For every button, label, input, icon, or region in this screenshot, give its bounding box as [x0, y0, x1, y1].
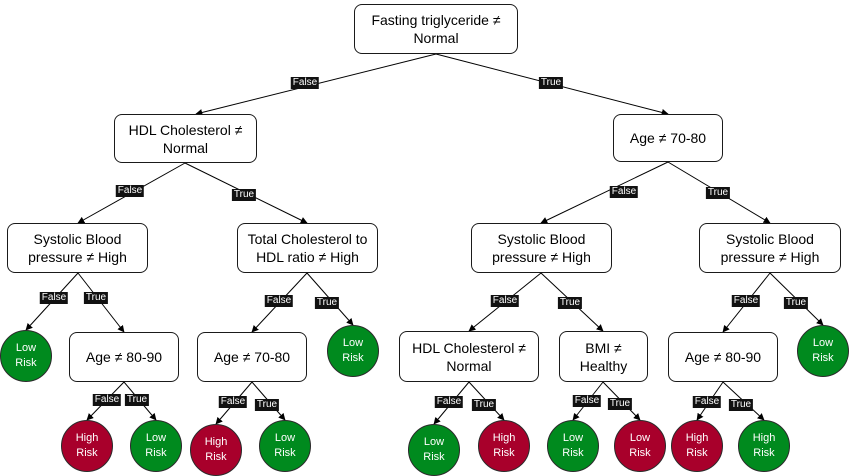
leaf-low-risk: Low Risk	[130, 420, 182, 472]
node-total-cholesterol-ratio: Total Cholesterol to HDL ratio ≠ High	[237, 223, 378, 273]
node-hdl-cholesterol: HDL Cholesterol ≠ Normal	[114, 114, 257, 163]
leaf-low-risk: Low Risk	[797, 325, 849, 377]
edge-label-true: True	[254, 399, 280, 411]
edge-label-true: True	[83, 292, 109, 304]
edge-label-false: False	[572, 395, 602, 407]
leaf-high-risk: High Risk	[671, 420, 723, 472]
node-age-70-80-lower: Age ≠ 70-80	[197, 332, 307, 382]
edge-label-true: True	[231, 189, 257, 201]
leaf-low-risk: Low Risk	[259, 420, 311, 472]
leaf-low-risk: Low Risk	[408, 424, 460, 476]
node-age-80-90-right: Age ≠ 80-90	[668, 332, 778, 382]
edge-label-false: False	[609, 186, 639, 198]
edge-label-true: True	[314, 297, 340, 309]
edge-label-false: False	[92, 394, 122, 406]
node-age-70-80: Age ≠ 70-80	[613, 114, 723, 162]
node-hdl-cholesterol-lower: HDL Cholesterol ≠ Normal	[399, 331, 539, 382]
leaf-low-risk: Low Risk	[327, 325, 379, 377]
edge-label-true: True	[471, 399, 497, 411]
node-age-80-90-left: Age ≠ 80-90	[69, 332, 179, 382]
edge-label-true: True	[124, 394, 150, 406]
edge-label-true: True	[557, 297, 583, 309]
edge-label-true: True	[728, 399, 754, 411]
edge-label-false: False	[115, 185, 145, 197]
node-systolic-bp-3: Systolic Blood pressure ≠ High	[699, 223, 841, 273]
node-systolic-bp-2: Systolic Blood pressure ≠ High	[471, 223, 612, 273]
leaf-low-risk: Low Risk	[547, 420, 599, 472]
edge-label-true: True	[538, 77, 564, 89]
leaf-high-risk: High Risk	[190, 424, 242, 476]
edge-label-false: False	[39, 292, 69, 304]
edge-label-false: False	[290, 77, 320, 89]
leaf-high-risk: High Risk	[478, 420, 530, 472]
node-fasting-triglyceride: Fasting triglyceride ≠ Normal	[354, 4, 518, 54]
leaf-high-risk: High Risk	[61, 420, 113, 472]
leaf-high-risk: Low Risk	[614, 420, 666, 472]
node-bmi: BMI ≠ Healthy	[559, 331, 648, 382]
leaf-low-risk: Low Risk	[0, 330, 52, 382]
edge-label-false: False	[692, 396, 722, 408]
node-systolic-bp-1: Systolic Blood pressure ≠ High	[7, 223, 148, 273]
edge-label-false: False	[490, 295, 520, 307]
edge-label-false: False	[264, 295, 294, 307]
edge-label-true: True	[783, 297, 809, 309]
edge-label-true: True	[705, 187, 731, 199]
edge-label-false: False	[218, 396, 248, 408]
edge-label-false: False	[434, 396, 464, 408]
leaf-low-risk: High Risk	[738, 420, 790, 472]
edge-label-false: False	[731, 295, 761, 307]
edge-connector	[540, 161, 669, 224]
edge-label-true: True	[607, 398, 633, 410]
